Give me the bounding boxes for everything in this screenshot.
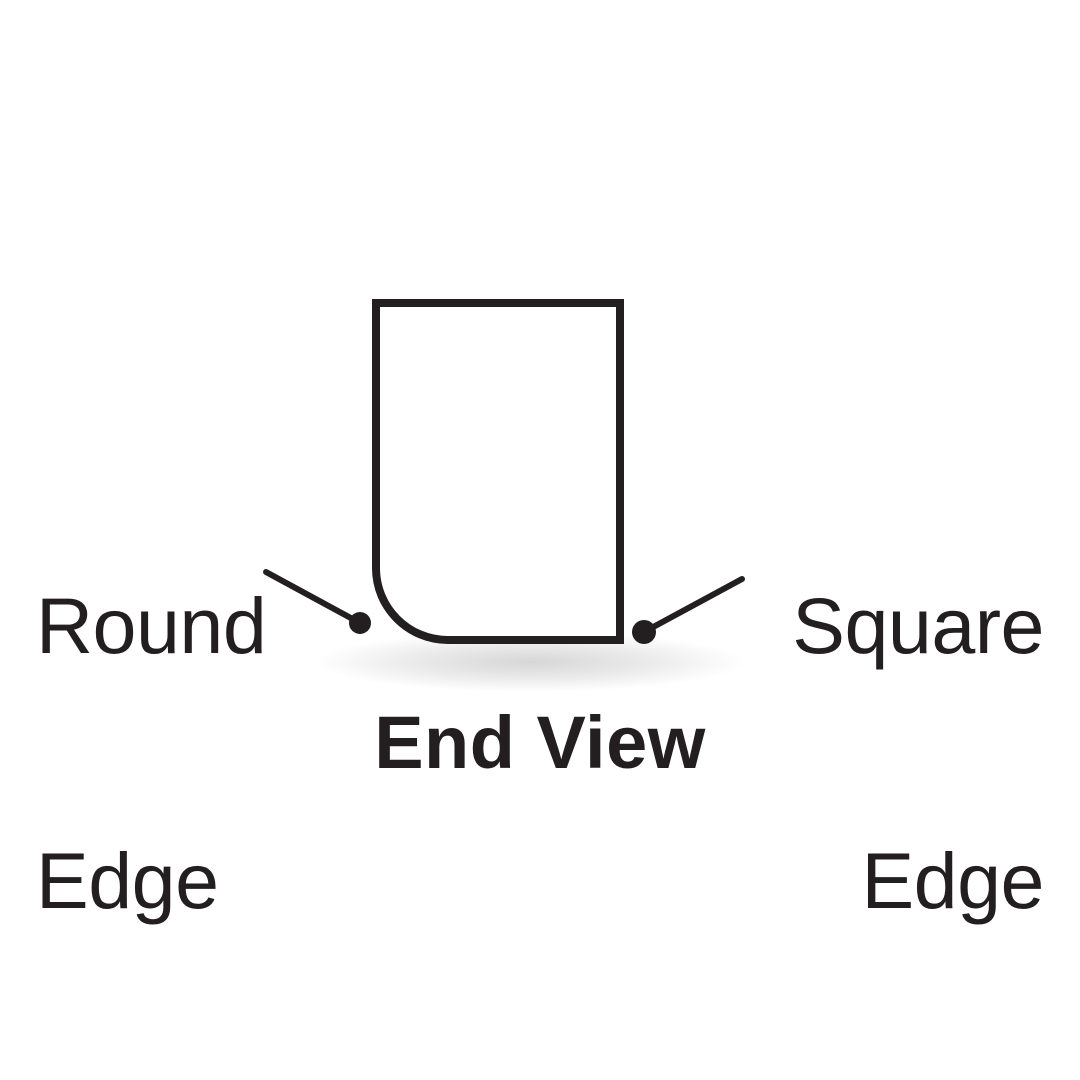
square-edge-label: Square Edge [792,413,1044,1080]
ground-shadow [315,632,745,692]
end-view-caption: End View [374,701,706,784]
profile-cross-section-outline [372,299,624,644]
square-edge-leader-dot [632,620,656,644]
square-edge-leader-line [641,576,745,635]
round-edge-leader-line [263,569,363,626]
round-edge-leader-dot [349,612,371,634]
round-edge-label: Round Edge [36,413,267,1080]
round-edge-label-line1: Round [36,581,267,670]
square-edge-label-line2: Edge [861,836,1044,925]
round-edge-label-line2: Edge [36,836,219,925]
square-edge-label-line1: Square [792,581,1044,670]
